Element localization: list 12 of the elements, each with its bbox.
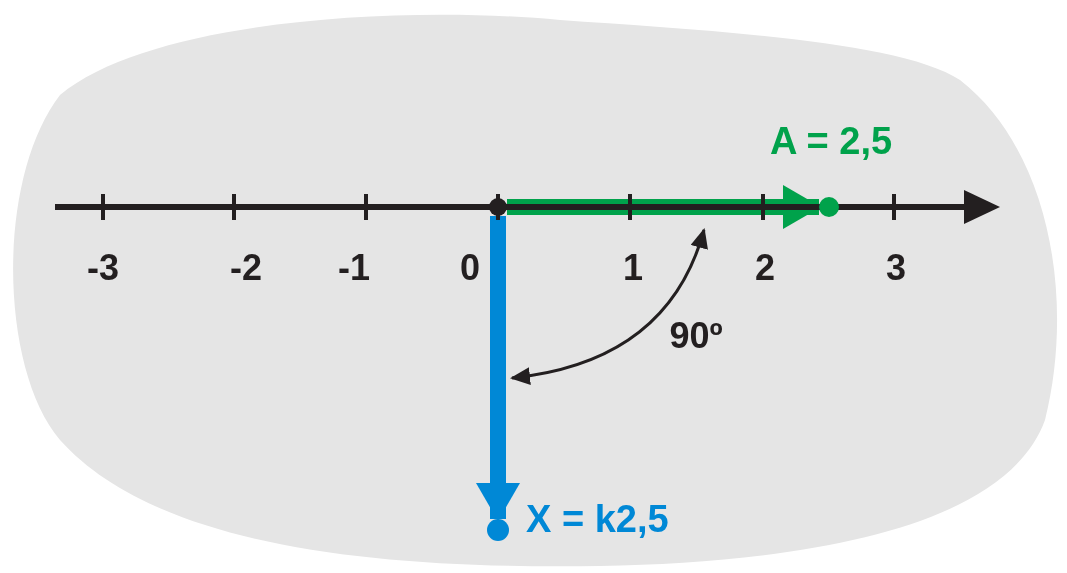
point-label: A = 2,5 [770, 122, 893, 160]
point-label: X = k2,5 [526, 500, 669, 538]
tick-label: 1 [623, 250, 643, 286]
tick-label: 3 [886, 250, 906, 286]
vector-arrow [476, 216, 520, 521]
tick-label: -2 [230, 250, 262, 286]
tick-label: -1 [338, 250, 370, 286]
vector-arrow [507, 185, 821, 229]
tick-label: -3 [87, 250, 119, 286]
tick-label: 0 [460, 250, 480, 286]
angle-label: 90º [669, 318, 723, 354]
tick-label: 2 [755, 250, 775, 286]
